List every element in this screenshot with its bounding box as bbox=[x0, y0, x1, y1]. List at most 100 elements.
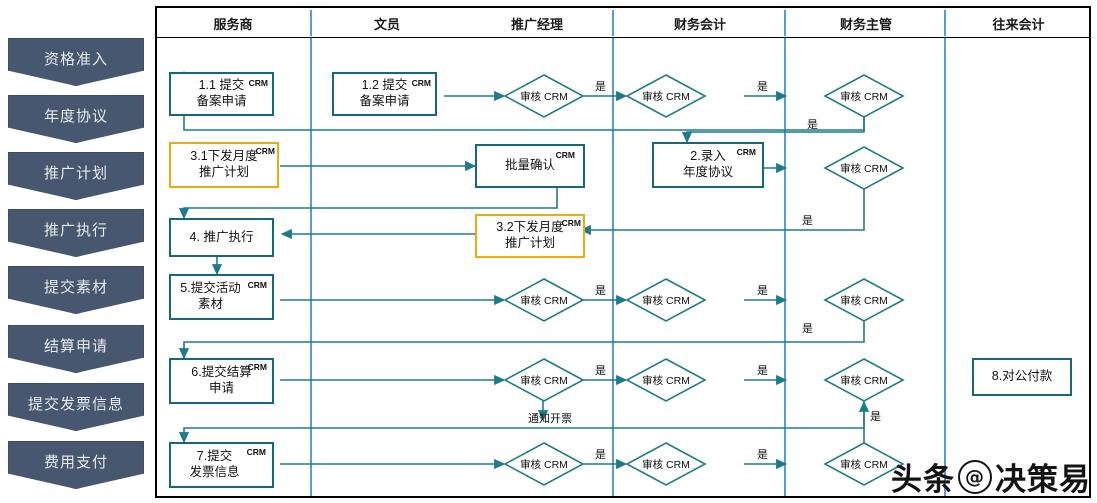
watermark-at-icon: @ bbox=[958, 459, 992, 494]
decision-review-crm-5a[interactable]: 审核 CRM bbox=[503, 278, 585, 322]
lane-header-service-provider: 服务商 bbox=[213, 16, 253, 32]
stage-chip-promo-execution[interactable]: 推广执行 bbox=[8, 209, 144, 257]
lane-header-clerk: 文员 bbox=[373, 16, 400, 32]
node-label: 8.对公付款 bbox=[991, 369, 1053, 384]
stage-chip-label: 资格准入 bbox=[43, 50, 108, 68]
node-label: 3.1下发月度 推广计划 bbox=[190, 149, 258, 179]
edge-label-yes: 是 bbox=[595, 81, 606, 93]
stage-chip-label: 结算申请 bbox=[43, 337, 108, 355]
stage-chip-label: 费用支付 bbox=[43, 453, 108, 471]
decision-label: 审核 CRM bbox=[520, 90, 568, 103]
watermark: 头条 @ 决策易 bbox=[891, 454, 1091, 499]
lane-divider-3 bbox=[784, 38, 786, 496]
edge-label-yes: 是 bbox=[757, 285, 768, 297]
node-corporate-payment-8[interactable]: 8.对公付款 bbox=[972, 358, 1072, 396]
node-submit-settlement-request-6[interactable]: 6.提交结算 申请 CRM bbox=[169, 358, 274, 404]
edge-label-yes: 是 bbox=[757, 449, 768, 461]
lane-divider-1 bbox=[310, 38, 312, 496]
node-label: 2.录入 年度协议 bbox=[682, 149, 733, 179]
node-label: 1.1 提交 备案申请 bbox=[196, 78, 247, 108]
decision-label: 审核 CRM bbox=[642, 90, 690, 103]
node-label: 4. 推广执行 bbox=[189, 229, 254, 244]
lane-header-finance-manager: 财务主管 bbox=[839, 16, 892, 32]
edge-label-yes: 是 bbox=[595, 449, 606, 461]
decision-label: 审核 CRM bbox=[642, 294, 690, 307]
decision-review-crm-1c[interactable]: 审核 CRM bbox=[823, 74, 905, 118]
decision-label: 审核 CRM bbox=[642, 458, 690, 471]
stage-chip-qualification[interactable]: 资格准入 bbox=[8, 38, 144, 86]
decision-review-crm-6a[interactable]: 审核 CRM bbox=[503, 358, 585, 402]
node-label: 3.2下发月度 推广计划 bbox=[496, 220, 564, 250]
decision-review-crm-5b[interactable]: 审核 CRM bbox=[625, 278, 707, 322]
decision-label: 审核 CRM bbox=[520, 458, 568, 471]
stage-chip-settlement-request[interactable]: 结算申请 bbox=[8, 325, 144, 373]
connector-layer bbox=[178, 70, 870, 470]
node-submit-filing-request-1-1[interactable]: 1.1 提交 备案申请 CRM bbox=[169, 72, 274, 116]
decision-review-crm-7c[interactable]: 审核 CRM bbox=[823, 442, 905, 486]
decision-review-crm-6b[interactable]: 审核 CRM bbox=[625, 358, 707, 402]
stage-rail: 资格准入 年度协议 推广计划 推广执行 提交素材 结算申请 提交发票信息 费用支… bbox=[0, 0, 152, 503]
edge-label-yes: 是 bbox=[757, 81, 768, 93]
node-superscript: CRM bbox=[736, 147, 756, 157]
watermark-head: 头条 bbox=[891, 462, 955, 498]
node-superscript: CRM bbox=[248, 78, 268, 88]
stage-chip-submit-invoice[interactable]: 提交发票信息 bbox=[8, 383, 144, 431]
lane-divider-4 bbox=[944, 38, 946, 496]
lane-divider-2 bbox=[612, 38, 614, 496]
decision-label: 审核 CRM bbox=[642, 374, 690, 387]
edge-label-yes: 是 bbox=[757, 365, 768, 377]
decision-label: 审核 CRM bbox=[840, 458, 888, 471]
stage-chip-submit-material[interactable]: 提交素材 bbox=[8, 266, 144, 314]
decision-label: 审核 CRM bbox=[840, 162, 888, 175]
edge-label-yes: 是 bbox=[870, 411, 881, 423]
node-submit-activity-material-5[interactable]: 5.提交活动 素材 CRM bbox=[169, 274, 274, 320]
lane-header-divider bbox=[944, 10, 946, 36]
decision-label: 审核 CRM bbox=[840, 294, 888, 307]
lane-header-ar-accountant: 往来会计 bbox=[992, 16, 1045, 32]
node-superscript: CRM bbox=[255, 146, 275, 156]
node-superscript: CRM bbox=[561, 218, 581, 228]
node-superscript: CRM bbox=[411, 78, 431, 88]
edge-label-yes: 是 bbox=[802, 215, 813, 227]
decision-review-crm-7b[interactable]: 审核 CRM bbox=[625, 442, 707, 486]
decision-review-crm-5c[interactable]: 审核 CRM bbox=[823, 278, 905, 322]
decision-review-crm-2a[interactable]: 审核 CRM bbox=[823, 146, 905, 190]
decision-review-crm-6c[interactable]: 审核 CRM bbox=[823, 358, 905, 402]
edge-label-yes: 是 bbox=[807, 119, 818, 131]
node-promo-execution-4[interactable]: 4. 推广执行 bbox=[169, 218, 274, 257]
edge-label-yes: 是 bbox=[802, 323, 813, 335]
decision-label: 审核 CRM bbox=[520, 294, 568, 307]
stage-chip-label: 提交发票信息 bbox=[27, 395, 124, 413]
stage-chip-promo-plan[interactable]: 推广计划 bbox=[8, 152, 144, 200]
decision-review-crm-1a[interactable]: 审核 CRM bbox=[503, 74, 585, 118]
decision-label: 审核 CRM bbox=[840, 374, 888, 387]
node-label: 5.提交活动 素材 bbox=[180, 281, 241, 311]
node-enter-annual-agreement-2[interactable]: 2.录入 年度协议 CRM bbox=[652, 142, 764, 188]
swimlane-board: 服务商 文员 推广经理 财务会计 财务主管 往来会计 bbox=[155, 6, 1091, 498]
lane-header-divider bbox=[612, 10, 614, 36]
lane-header-accountant: 财务会计 bbox=[673, 16, 726, 32]
node-submit-invoice-info-7[interactable]: 7.提交 发票信息 CRM bbox=[169, 442, 274, 488]
swimlane-header-row: 服务商 文员 推广经理 财务会计 财务主管 往来会计 bbox=[157, 8, 1089, 38]
node-label: 1.2 提交 备案申请 bbox=[359, 78, 410, 108]
lane-header-divider bbox=[310, 10, 312, 36]
decision-review-crm-1b[interactable]: 审核 CRM bbox=[625, 74, 707, 118]
node-submit-filing-request-1-2[interactable]: 1.2 提交 备案申请 CRM bbox=[332, 72, 437, 116]
stage-chip-label: 年度协议 bbox=[43, 107, 108, 125]
decision-review-crm-7a[interactable]: 审核 CRM bbox=[503, 442, 585, 486]
watermark-name: 决策易 bbox=[995, 462, 1091, 498]
node-label: 6.提交结算 申请 bbox=[191, 365, 252, 395]
node-issue-monthly-promo-plan-3-2[interactable]: 3.2下发月度 推广计划 CRM bbox=[475, 214, 585, 258]
node-issue-monthly-promo-plan-3-1[interactable]: 3.1下发月度 推广计划 CRM bbox=[169, 142, 279, 188]
decision-label: 审核 CRM bbox=[840, 90, 888, 103]
node-superscript: CRM bbox=[246, 447, 266, 457]
lane-header-promo-manager: 推广经理 bbox=[510, 16, 563, 32]
stage-chip-annual-agreement[interactable]: 年度协议 bbox=[8, 95, 144, 143]
node-superscript: CRM bbox=[555, 150, 575, 160]
stage-chip-label: 提交素材 bbox=[43, 278, 108, 296]
node-batch-confirm[interactable]: 批量确认 CRM bbox=[475, 144, 585, 188]
node-label: 批量确认 bbox=[504, 158, 555, 173]
node-superscript: CRM bbox=[247, 362, 267, 372]
edge-label-notify-invoice: 通知开票 bbox=[528, 413, 572, 425]
stage-chip-payment[interactable]: 费用支付 bbox=[8, 441, 144, 489]
